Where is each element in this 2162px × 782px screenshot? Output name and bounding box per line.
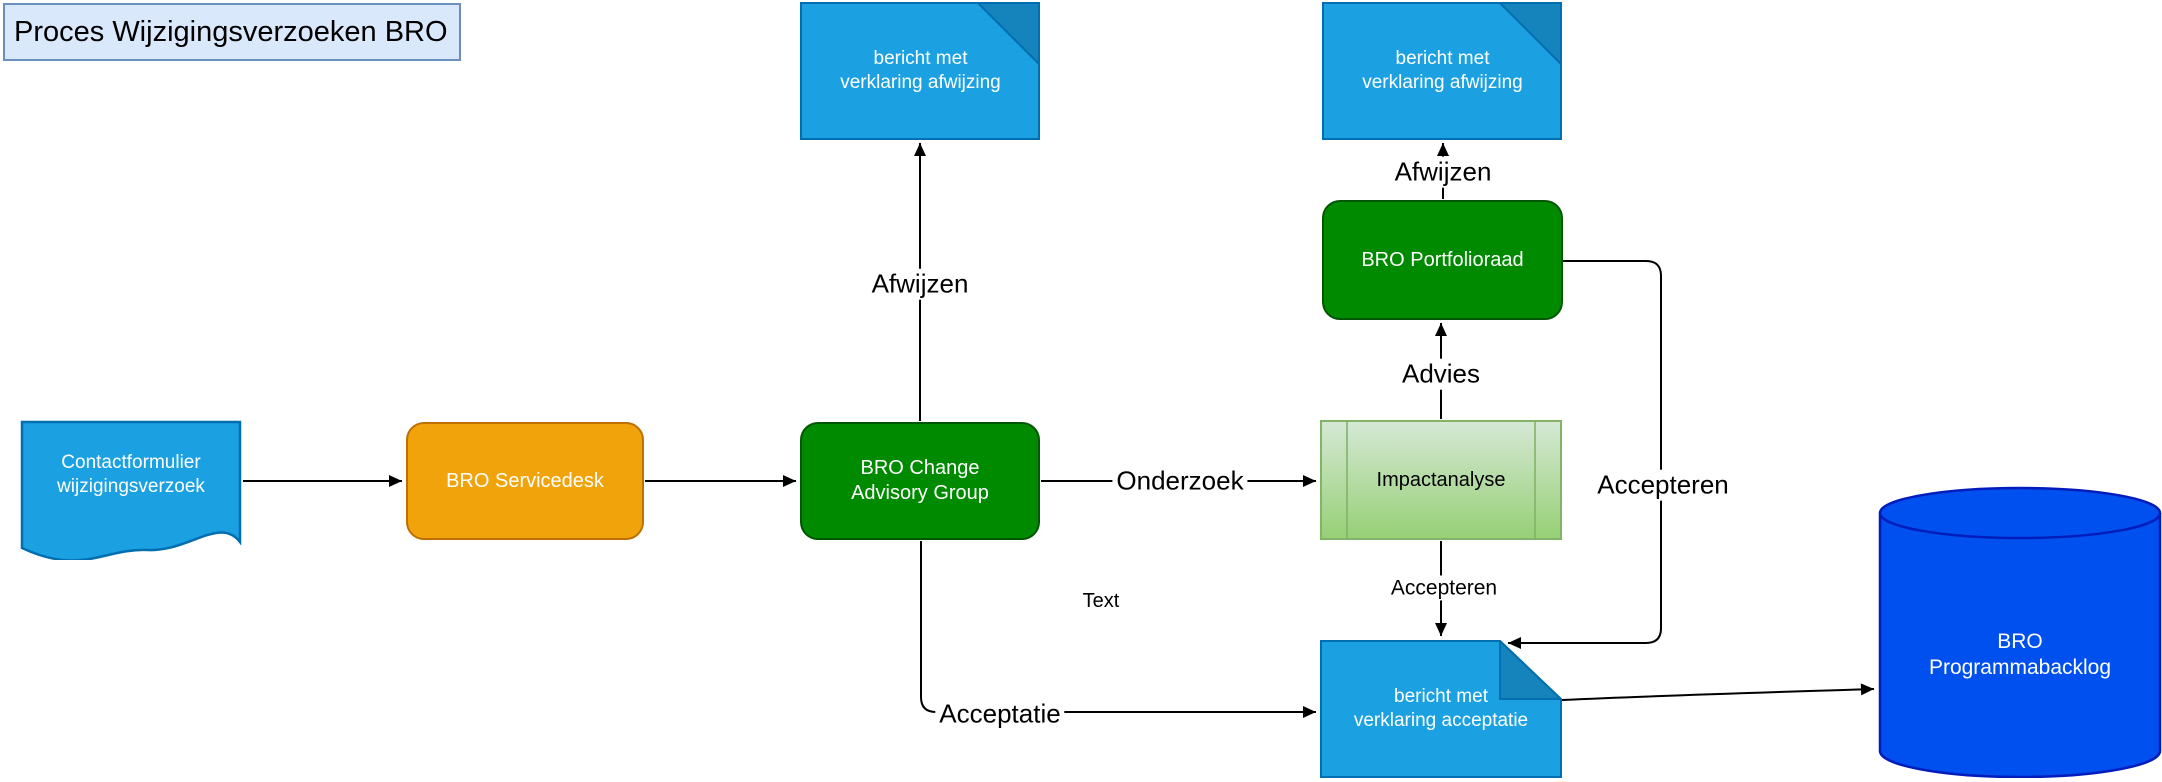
note-shape: [1320, 640, 1562, 778]
note-shape: [1322, 2, 1562, 140]
node-label: BRO Servicedesk: [446, 469, 604, 492]
database-cylinder-shape: [1878, 486, 2162, 778]
free-text-label[interactable]: Text: [1082, 590, 1120, 612]
node-contactformulier[interactable]: Contactformulier wijzigingsverzoek: [20, 420, 242, 560]
edge-portfolio-accepteren-loop[interactable]: [1508, 260, 1662, 649]
edge-label-afwijzen-cag[interactable]: Afwijzen: [867, 268, 973, 300]
node-programmabacklog[interactable]: BRO Programmabacklog: [1878, 486, 2162, 778]
node-impactanalyse[interactable]: Impactanalyse: [1320, 420, 1562, 540]
node-label: BRO Change Advisory Group: [851, 457, 989, 504]
edge-label-accepteren-loop[interactable]: Accepteren: [1593, 469, 1733, 501]
node-servicedesk[interactable]: BRO Servicedesk: [406, 422, 644, 540]
node-note-afwijzing-1[interactable]: bericht met verklaring afwijzing: [800, 2, 1041, 140]
edge-acceptatie-to-backlog[interactable]: [1561, 683, 1875, 701]
node-note-acceptatie[interactable]: bericht met verklaring acceptatie: [1320, 640, 1562, 778]
edge-label-afwijzen-portfolio[interactable]: Afwijzen: [1390, 156, 1496, 188]
node-label: BRO Portfolioraad: [1361, 248, 1524, 271]
node-portfolioraad[interactable]: BRO Portfolioraad: [1322, 200, 1563, 320]
edge-label-accepteren-impact[interactable]: Accepteren: [1386, 575, 1502, 601]
edge-label-onderzoek[interactable]: Onderzoek: [1112, 465, 1248, 497]
node-label: Impactanalyse: [1376, 468, 1506, 491]
edge-cag-acceptatie[interactable]: [920, 541, 1316, 718]
edge-label-acceptatie[interactable]: Acceptatie: [935, 698, 1065, 730]
document-shape: [20, 420, 242, 560]
node-change-advisory-group[interactable]: BRO Change Advisory Group: [800, 422, 1040, 540]
edge-label-advies[interactable]: Advies: [1397, 358, 1485, 390]
diagram-title-text: Proces Wijzigingsverzoeken BRO: [14, 15, 448, 48]
diagram-title[interactable]: Proces Wijzigingsverzoeken BRO: [3, 3, 461, 61]
subprocess-inset-line: [1534, 422, 1536, 538]
note-shape: [800, 2, 1040, 140]
subprocess-inset-line: [1346, 422, 1348, 538]
node-note-afwijzing-2[interactable]: bericht met verklaring afwijzing: [1322, 2, 1563, 140]
